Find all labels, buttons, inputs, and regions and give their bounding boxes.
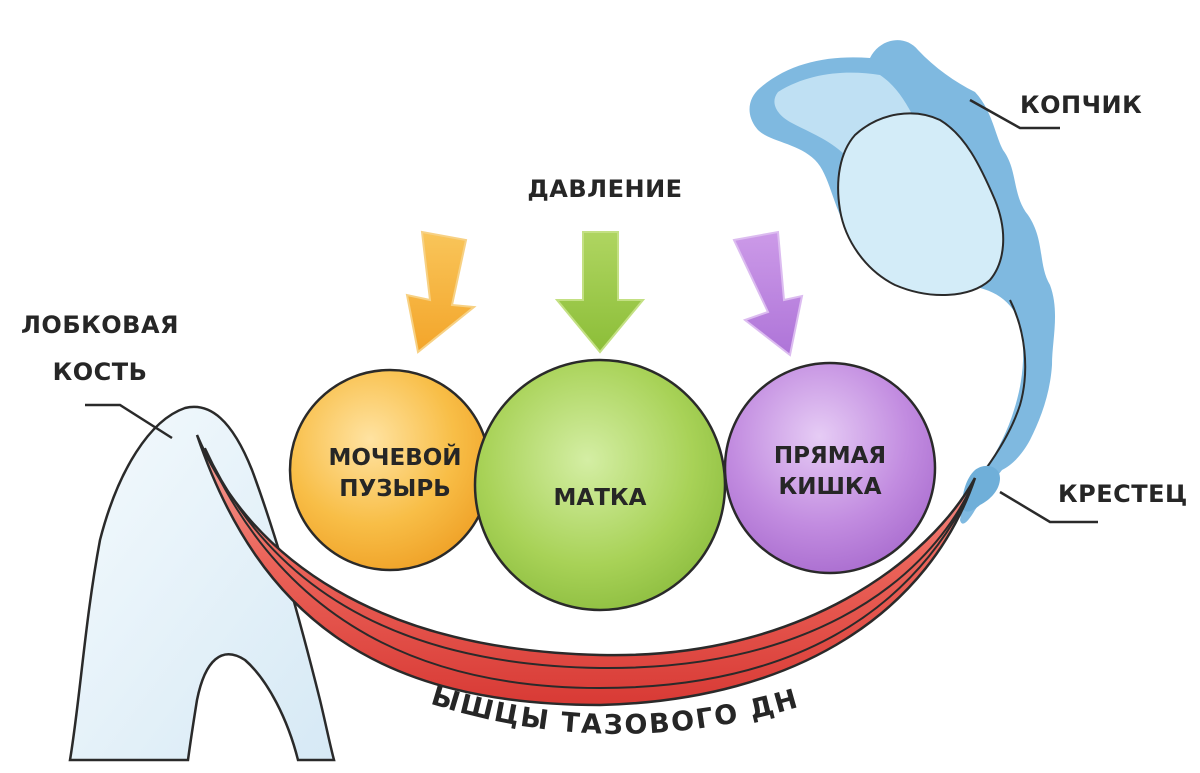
pubic-bone-leader [85, 403, 173, 440]
arrow-orange-icon [405, 230, 477, 354]
bladder-label-line1: МОЧЕВОЙ [328, 443, 461, 471]
sacrum-label: КРЕСТЕЦ [1058, 480, 1188, 508]
pubic-bone-label-line2: КОСТЬ [53, 358, 148, 386]
bladder-label-line2: ПУЗЫРЬ [339, 476, 451, 502]
coccyx-label: КОПЧИК [1020, 91, 1142, 119]
sacrum-coccyx [749, 40, 1056, 524]
uterus-label: МАТКА [554, 485, 647, 511]
sacrum-leader [999, 490, 1098, 524]
rectum: ПРЯМАЯ КИШКА [723, 361, 937, 575]
rectum-label-line1: ПРЯМАЯ [774, 443, 886, 469]
coccyx-leader [969, 98, 1060, 130]
pubic-bone-label-line1: ЛОБКОВАЯ [21, 311, 179, 339]
pelvic-floor-muscle [195, 434, 977, 707]
bladder: МОЧЕВОЙ ПУЗЫРЬ [288, 368, 492, 572]
rectum-label-line2: КИШКА [778, 474, 881, 500]
uterus: МАТКА [473, 358, 727, 612]
arrow-green-icon [554, 231, 646, 354]
arrow-purple-icon [732, 230, 804, 357]
pressure-label: ДАВЛЕНИЕ [527, 175, 682, 203]
